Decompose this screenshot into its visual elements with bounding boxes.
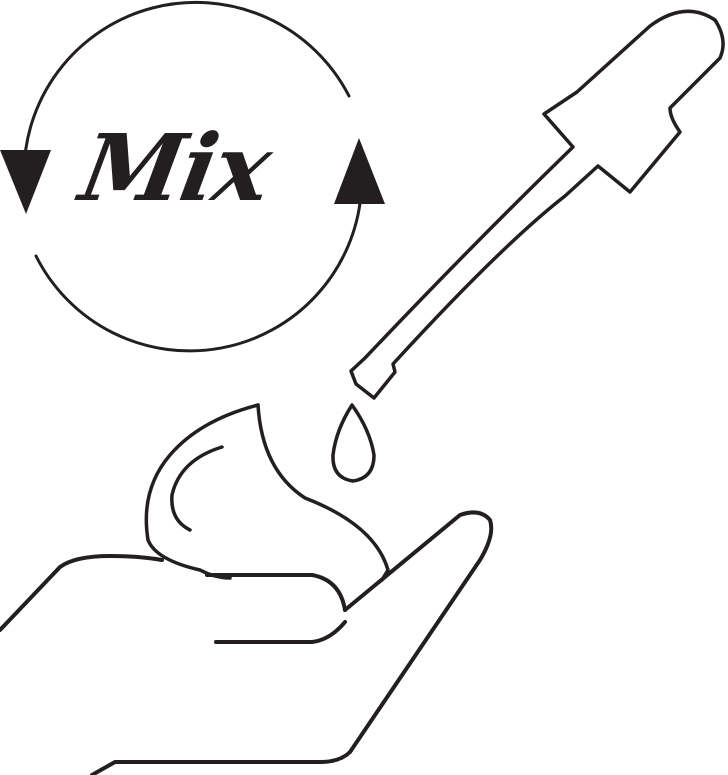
circular-arrows-icon: Mix [0, 0, 385, 353]
cream-dollop-icon [144, 403, 390, 582]
open-hand-icon [0, 510, 494, 775]
droplet-icon [331, 403, 376, 483]
arrow-up-icon [334, 138, 385, 204]
arrow-down-icon [0, 150, 51, 214]
mix-label: Mix [70, 114, 281, 222]
dropper-icon [349, 9, 725, 400]
